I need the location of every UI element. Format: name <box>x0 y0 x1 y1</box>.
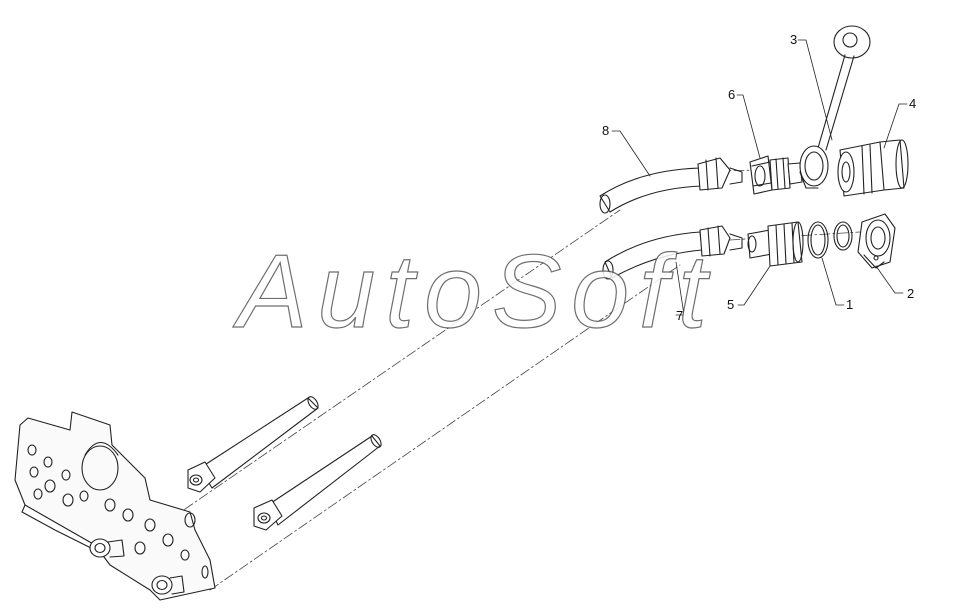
hose-upper-part-8 <box>599 157 743 214</box>
callout-4: 4 <box>909 96 917 111</box>
callout-8: 8 <box>602 123 610 138</box>
steel-tube-lower <box>253 434 382 531</box>
coupler-part-5 <box>747 221 804 267</box>
dust-cap-part-3 <box>799 25 871 189</box>
coupling-part-4 <box>837 139 909 197</box>
bracket-holes <box>27 444 209 579</box>
steel-tube-upper <box>187 396 319 493</box>
callout-7: 7 <box>676 308 684 323</box>
callout-3: 3 <box>790 32 798 47</box>
mounting-bracket <box>14 411 216 601</box>
callout-2: 2 <box>907 286 915 301</box>
callout-6: 6 <box>728 87 736 102</box>
adapter-part-6 <box>749 155 803 195</box>
watermark: AutoSoft <box>237 234 717 350</box>
seal-ring-part-1 <box>807 221 853 259</box>
leader-lines <box>611 39 908 316</box>
hose-lower-part-7 <box>602 225 743 280</box>
bracket-fitting-upper <box>89 538 125 558</box>
callout-1: 1 <box>846 297 854 312</box>
bracket-fitting-lower <box>151 575 185 595</box>
callout-5: 5 <box>727 297 735 312</box>
cap-part-2 <box>857 213 896 269</box>
